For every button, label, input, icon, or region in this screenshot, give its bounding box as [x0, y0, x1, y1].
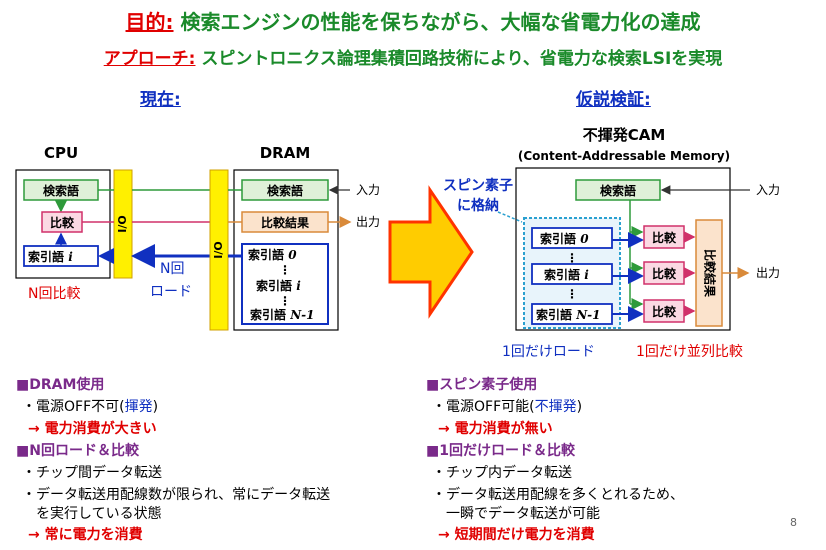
- dram-compare-result: 比較結果: [261, 215, 309, 230]
- approach-line: アプローチ: スピントロニクス論理集積回路技術により、省電力な検索LSIを実現: [0, 44, 826, 69]
- right-r1: → 電力消費が無い: [438, 421, 553, 437]
- dram-output-label: 出力: [356, 215, 380, 229]
- cam-compare-result: 比較結果: [703, 249, 718, 297]
- left-b1-a: ・電源OFF不可(: [22, 399, 125, 415]
- cam-search-word-box: [575, 179, 661, 201]
- cam-compare-n1: 比較: [652, 304, 677, 319]
- cam-dots-2: ⋮: [566, 287, 578, 301]
- left-b1-b: 揮発: [124, 399, 153, 415]
- right-b1-a: ・電源OFF可能(: [432, 399, 535, 415]
- cam-input-label: 入力: [756, 183, 780, 197]
- spin-label-1: スピン素子: [443, 177, 513, 194]
- current-heading: 現在:: [140, 90, 181, 110]
- cam-index-i-box: [531, 263, 613, 285]
- left-b2: ・チップ間データ転送: [22, 465, 162, 481]
- dram-label: DRAM: [260, 144, 311, 162]
- dram-dots-2: ⋮: [279, 294, 291, 308]
- left-sec2: ■N回ロード＆比較: [16, 443, 139, 459]
- cam-index-0: 索引語 0: [540, 231, 589, 246]
- dram-search-word: 検索語: [267, 183, 303, 198]
- parallel-once-label: 1回だけ並列比較: [636, 344, 743, 360]
- dram-index-box: [241, 243, 329, 325]
- approach-text: スピントロニクス論理集積回路技術により、省電力な検索LSIを実現: [201, 49, 723, 69]
- right-b3: ・データ転送用配線を多くとれるため、: [432, 487, 684, 503]
- cpu-io-bar: [113, 169, 133, 279]
- dram-index-0: 索引語 0: [248, 247, 297, 262]
- cam-subtitle: (Content-Addressable Memory): [518, 149, 730, 163]
- cam-search-word: 検索語: [600, 183, 636, 198]
- dram-dots-1: ⋮: [279, 263, 291, 277]
- right-b1-b: 不揮発: [534, 399, 577, 415]
- cpu-search-word: 検索語: [43, 183, 79, 198]
- cpu-compare: 比較: [50, 215, 75, 230]
- right-b3-cont: 一瞬でデータ転送が可能: [446, 506, 600, 522]
- dram-input-label: 入力: [356, 183, 380, 197]
- transition-arrow: [388, 185, 474, 319]
- left-b3-cont: を実行している状態: [36, 506, 162, 522]
- right-sec2: ■1回だけロード＆比較: [426, 443, 575, 459]
- approach-label: アプローチ:: [103, 49, 196, 69]
- cam-title: 不揮発CAM: [583, 126, 666, 144]
- page-title: 目的: 検索エンジンの性能を保ちながら、大幅な省電力化の達成: [0, 6, 826, 35]
- n-load-label-2: ロード: [150, 284, 192, 300]
- right-sec1: ■スピン素子使用: [426, 377, 538, 393]
- title-text: 検索エンジンの性能を保ちながら、大幅な省電力化の達成: [180, 10, 701, 34]
- left-b1-c: ): [152, 399, 159, 415]
- load-once-label: 1回だけロード: [502, 344, 595, 360]
- cam-compare-0: 比較: [652, 230, 677, 245]
- spin-leader: [497, 211, 523, 223]
- left-b3: ・データ転送用配線数が限られ、常にデータ転送: [22, 487, 331, 503]
- right-b2: ・チップ内データ転送: [432, 465, 572, 481]
- left-r1: → 電力消費が大きい: [28, 421, 157, 437]
- cpu-index-word: 索引語 i: [28, 249, 73, 264]
- cpu-label: CPU: [44, 144, 78, 162]
- dram-index-i: 索引語 i: [256, 278, 301, 293]
- n-compare-label: N回比較: [28, 286, 80, 302]
- n-load-label-1: N回: [160, 261, 184, 277]
- dram-index-n1: 索引語 N-1: [250, 307, 315, 322]
- spin-label-2: に格納: [457, 197, 499, 214]
- cam-compare-i: 比較: [652, 266, 677, 281]
- right-b1-c: ): [576, 399, 583, 415]
- cpu-io-label: I/O: [116, 215, 129, 232]
- title-label: 目的:: [125, 10, 174, 34]
- proposal-heading: 仮説検証:: [576, 90, 651, 110]
- cam-output-label: 出力: [756, 266, 780, 280]
- cam-index-0-box: [531, 227, 613, 249]
- left-b1: ・電源OFF不可(揮発): [22, 396, 158, 416]
- cam-index-n1: 索引語 N-1: [536, 307, 601, 322]
- dram-io-label: I/O: [212, 241, 225, 258]
- page-number: 8: [790, 516, 797, 529]
- dram-io-bar: [209, 169, 229, 331]
- right-b1: ・電源OFF可能(不揮発): [432, 396, 582, 416]
- cam-dots-1: ⋮: [566, 251, 578, 265]
- left-r2: → 常に電力を消費: [28, 527, 143, 543]
- cam-index-i: 索引語 i: [544, 267, 589, 282]
- left-sec1: ■DRAM使用: [16, 377, 105, 393]
- right-r2: → 短期間だけ電力を消費: [438, 527, 595, 543]
